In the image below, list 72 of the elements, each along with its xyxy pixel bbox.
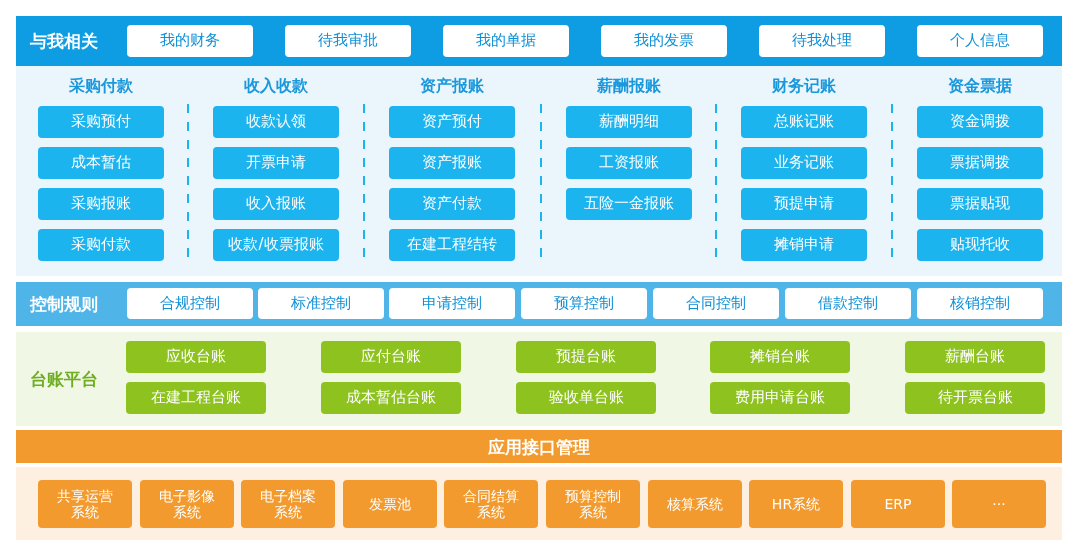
system-box: ERP <box>851 480 945 528</box>
module-box: 五险一金报账 <box>566 188 692 220</box>
control-box: 申请控制 <box>389 288 515 319</box>
system-box: 发票池 <box>343 480 437 528</box>
menu-button: 待我处理 <box>759 25 885 57</box>
control-box: 合同控制 <box>653 288 779 319</box>
ledger-panel <box>16 332 1062 426</box>
menu-bar <box>16 16 1062 66</box>
module-box: 资产报账 <box>389 147 515 179</box>
module-box: 票据调拨 <box>917 147 1043 179</box>
menu-button: 我的财务 <box>127 25 253 57</box>
system-box: 电子影像系统 <box>140 480 234 528</box>
module-box: 收入报账 <box>213 188 339 220</box>
column-heading: 资金票据 <box>948 76 1012 97</box>
ledger-box: 验收单台账 <box>516 382 656 414</box>
module-box: 在建工程结转 <box>389 229 515 261</box>
module-box: 薪酬明细 <box>566 106 692 138</box>
column-heading: 收入收款 <box>244 76 308 97</box>
ledger-box: 在建工程台账 <box>126 382 266 414</box>
column-heading: 采购付款 <box>69 76 133 97</box>
module-box: 总账记账 <box>741 106 867 138</box>
section-title: 与我相关 <box>30 29 98 53</box>
control-box: 核销控制 <box>917 288 1043 319</box>
module-box: 摊销申请 <box>741 229 867 261</box>
column-heading: 资产报账 <box>420 76 484 97</box>
control-band <box>16 282 1062 326</box>
menu-button: 我的单据 <box>443 25 569 57</box>
system-box: HR系统 <box>749 480 843 528</box>
module-box: 采购预付 <box>38 106 164 138</box>
ledger-box: 待开票台账 <box>905 382 1045 414</box>
module-box: 工资报账 <box>566 147 692 179</box>
ledger-box: 摊销台账 <box>710 341 850 373</box>
control-box: 预算控制 <box>521 288 647 319</box>
menu-button: 待我审批 <box>285 25 411 57</box>
ledger-box: 应付台账 <box>321 341 461 373</box>
control-box: 合规控制 <box>127 288 253 319</box>
interface-bar <box>16 430 1062 463</box>
system-box: 合同结算系统 <box>444 480 538 528</box>
module-box: 资产预付 <box>389 106 515 138</box>
module-panel <box>16 66 1062 276</box>
module-box: 业务记账 <box>741 147 867 179</box>
section-title: 台账平台 <box>30 367 98 391</box>
module-box: 贴现托收 <box>917 229 1043 261</box>
module-box: 采购报账 <box>38 188 164 220</box>
module-box: 预提申请 <box>741 188 867 220</box>
system-box: 核算系统 <box>648 480 742 528</box>
menu-button: 我的发票 <box>601 25 727 57</box>
module-box: 资金调拨 <box>917 106 1043 138</box>
module-box: 收款认领 <box>213 106 339 138</box>
ledger-box: 费用申请台账 <box>710 382 850 414</box>
ledger-box: 预提台账 <box>516 341 656 373</box>
system-box: 电子档案系统 <box>241 480 335 528</box>
control-box: 借款控制 <box>785 288 911 319</box>
system-box: 预算控制系统 <box>546 480 640 528</box>
ledger-box: 应收台账 <box>126 341 266 373</box>
module-box: 收款/收票报账 <box>213 229 339 261</box>
ledger-box: 薪酬台账 <box>905 341 1045 373</box>
system-box: ··· <box>952 480 1046 528</box>
column-heading: 财务记账 <box>772 76 836 97</box>
column-heading: 薪酬报账 <box>597 76 661 97</box>
section-title: 控制规则 <box>30 292 98 316</box>
module-box: 成本暂估 <box>38 147 164 179</box>
module-box: 资产付款 <box>389 188 515 220</box>
module-box: 采购付款 <box>38 229 164 261</box>
menu-button: 个人信息 <box>917 25 1043 57</box>
section-title: 应用接口管理 <box>488 435 590 458</box>
system-box: 共享运营系统 <box>38 480 132 528</box>
control-box: 标准控制 <box>258 288 384 319</box>
module-box: 票据贴现 <box>917 188 1043 220</box>
ledger-box: 成本暂估台账 <box>321 382 461 414</box>
module-box: 开票申请 <box>213 147 339 179</box>
system-panel <box>16 467 1062 540</box>
